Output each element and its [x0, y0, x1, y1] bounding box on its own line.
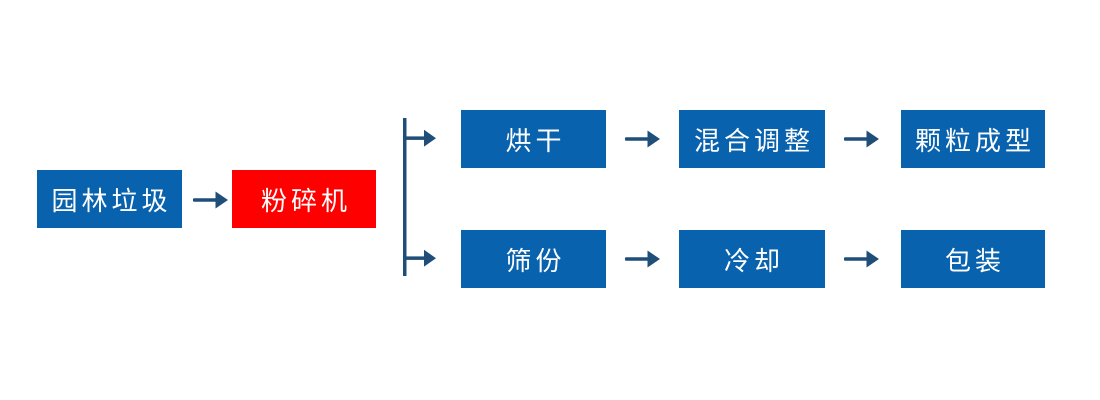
node-pellet-forming: 颗粒成型: [901, 110, 1045, 168]
arrow-right-icon: [844, 250, 879, 268]
arrow-right-icon: [625, 250, 660, 268]
arrow-right-icon: [625, 130, 660, 148]
node-garden-waste: 园林垃圾: [37, 170, 182, 228]
arrow-right-icon: [193, 191, 228, 209]
node-drying: 烘干: [461, 110, 606, 168]
arrow-right-icon: [844, 130, 879, 148]
node-sieving: 筛份: [461, 230, 606, 288]
node-crusher: 粉碎机: [232, 170, 376, 228]
node-packing: 包装: [901, 230, 1045, 288]
node-mixing-adjust: 混合调整: [679, 110, 825, 168]
node-cooling: 冷却: [679, 230, 825, 288]
branch-split-icon: [403, 118, 436, 276]
